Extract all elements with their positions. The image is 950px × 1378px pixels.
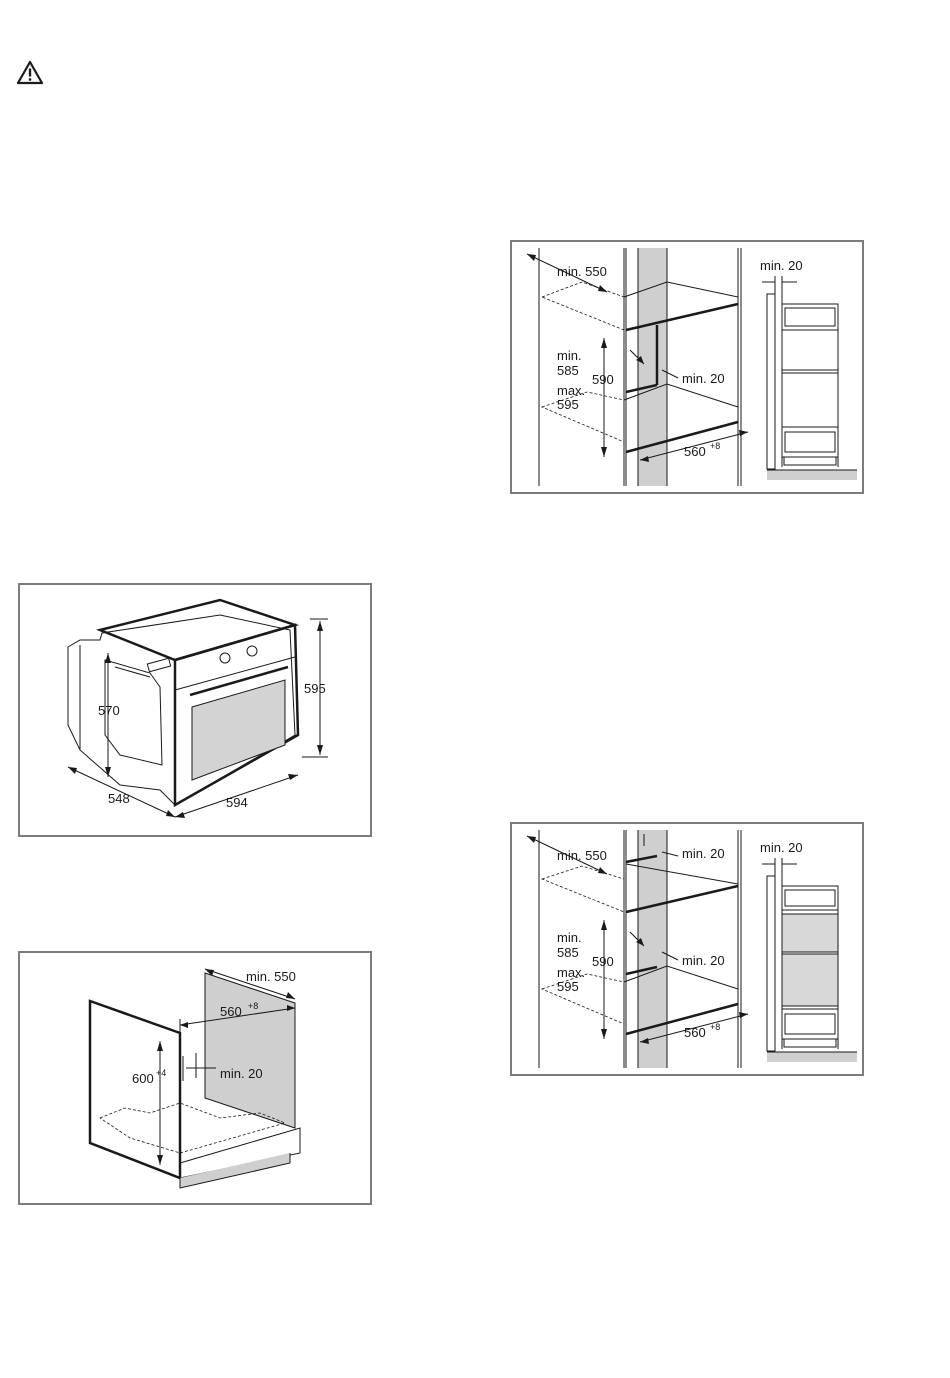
oven-window	[192, 680, 285, 780]
oven-top	[100, 600, 295, 660]
control-knob-icon	[247, 646, 257, 656]
nominal-height-label: 590	[592, 954, 614, 969]
max-label: max.	[557, 965, 585, 980]
height-tolerance: +4	[156, 1068, 166, 1078]
under-counter-figure: min. 550 560 +8 600 +4 min. 20	[18, 951, 372, 1205]
max-height-label: 595	[557, 979, 579, 994]
max-label: max.	[557, 383, 585, 398]
min-height-label: 585	[557, 363, 579, 378]
width-tolerance: +8	[710, 441, 720, 451]
max-height-label: 595	[557, 397, 579, 412]
min-depth-label: min. 550	[557, 264, 607, 279]
width-label: 560	[684, 1025, 706, 1040]
tall-cabinet-figure-a: min. 550 min. 585 590 max. 595 min. 20 5…	[510, 240, 864, 494]
top-gap-label: min. 20	[682, 846, 725, 861]
min-height-label: 585	[557, 945, 579, 960]
height-label: 600	[132, 1071, 154, 1086]
gap-label: min. 20	[682, 371, 725, 386]
width-tolerance: +8	[710, 1022, 720, 1032]
min-depth-label: min. 550	[557, 848, 607, 863]
nominal-height-label: 590	[592, 372, 614, 387]
min-depth-label: min. 550	[246, 969, 296, 984]
side-height-label: 570	[98, 703, 120, 718]
depth-label: 548	[108, 791, 130, 806]
control-knob-icon	[220, 653, 230, 663]
min-label: min.	[557, 348, 582, 363]
width-label: 560	[220, 1004, 242, 1019]
width-label: 594	[226, 795, 248, 810]
width-label: 560	[684, 444, 706, 459]
warning-triangle-icon	[16, 60, 44, 86]
tall-cabinet-figure-b: min. 550 min. 20 min. 585 590 max. 595 m…	[510, 822, 864, 1076]
under-counter-drawing: min. 550 560 +8 600 +4 min. 20	[20, 953, 370, 1203]
gap-label: min. 20	[682, 953, 725, 968]
min-label: min.	[557, 930, 582, 945]
oven-dimensions-drawing: 595 570 548 594	[20, 585, 370, 835]
gap-label: min. 20	[220, 1066, 263, 1081]
height-label: 595	[304, 681, 326, 696]
tall-cabinet-drawing-a: min. 550 min. 585 590 max. 595 min. 20 5…	[512, 242, 862, 492]
oven-dimensions-figure: 595 570 548 594	[18, 583, 372, 837]
side-gap-label: min. 20	[760, 258, 803, 273]
side-gap-label: min. 20	[760, 840, 803, 855]
width-tolerance: +8	[248, 1001, 258, 1011]
cabinet-side-panel	[90, 1001, 180, 1178]
tall-cabinet-drawing-b: min. 550 min. 20 min. 585 590 max. 595 m…	[512, 824, 862, 1074]
